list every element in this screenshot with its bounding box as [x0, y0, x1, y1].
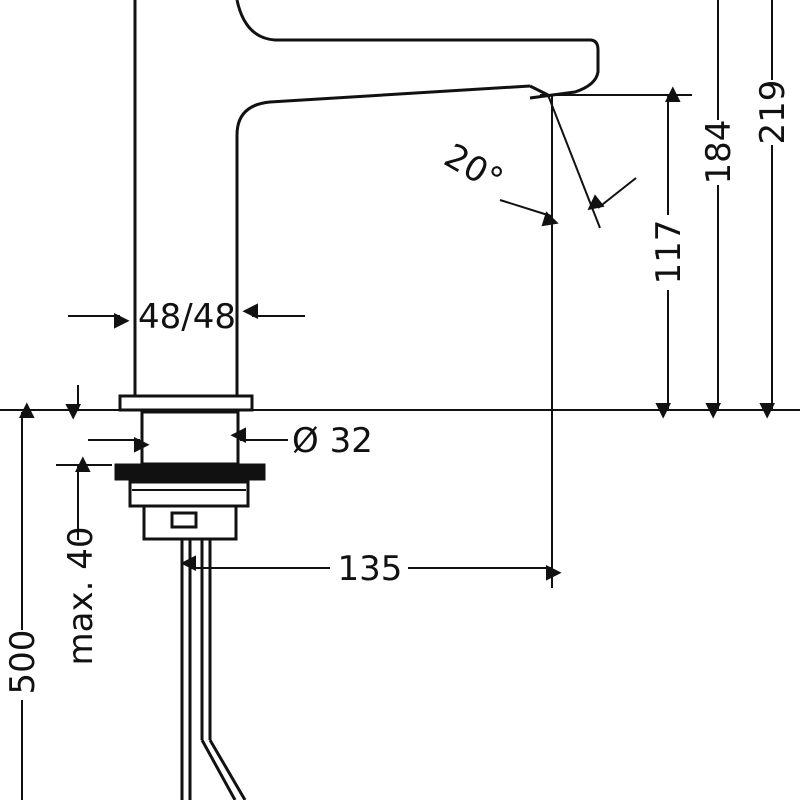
supply-hoses	[180, 540, 247, 800]
projection-label: 135	[338, 549, 403, 589]
supply-length-label: 500	[3, 630, 43, 695]
spout-height-label: 117	[649, 220, 689, 285]
faucet-body	[133, 0, 600, 395]
spout-width-label: 48/48	[138, 297, 236, 337]
dimension-arrows	[19, 0, 775, 800]
drain-assembly	[114, 394, 266, 541]
max-thickness-label: max. 40	[61, 527, 101, 666]
reference-lines	[0, 94, 800, 588]
height-219-label: 219	[753, 80, 793, 145]
drain-diameter-label: Ø 32	[292, 421, 373, 461]
height-184-label: 184	[699, 120, 739, 185]
angle-label: 20°	[437, 136, 509, 201]
